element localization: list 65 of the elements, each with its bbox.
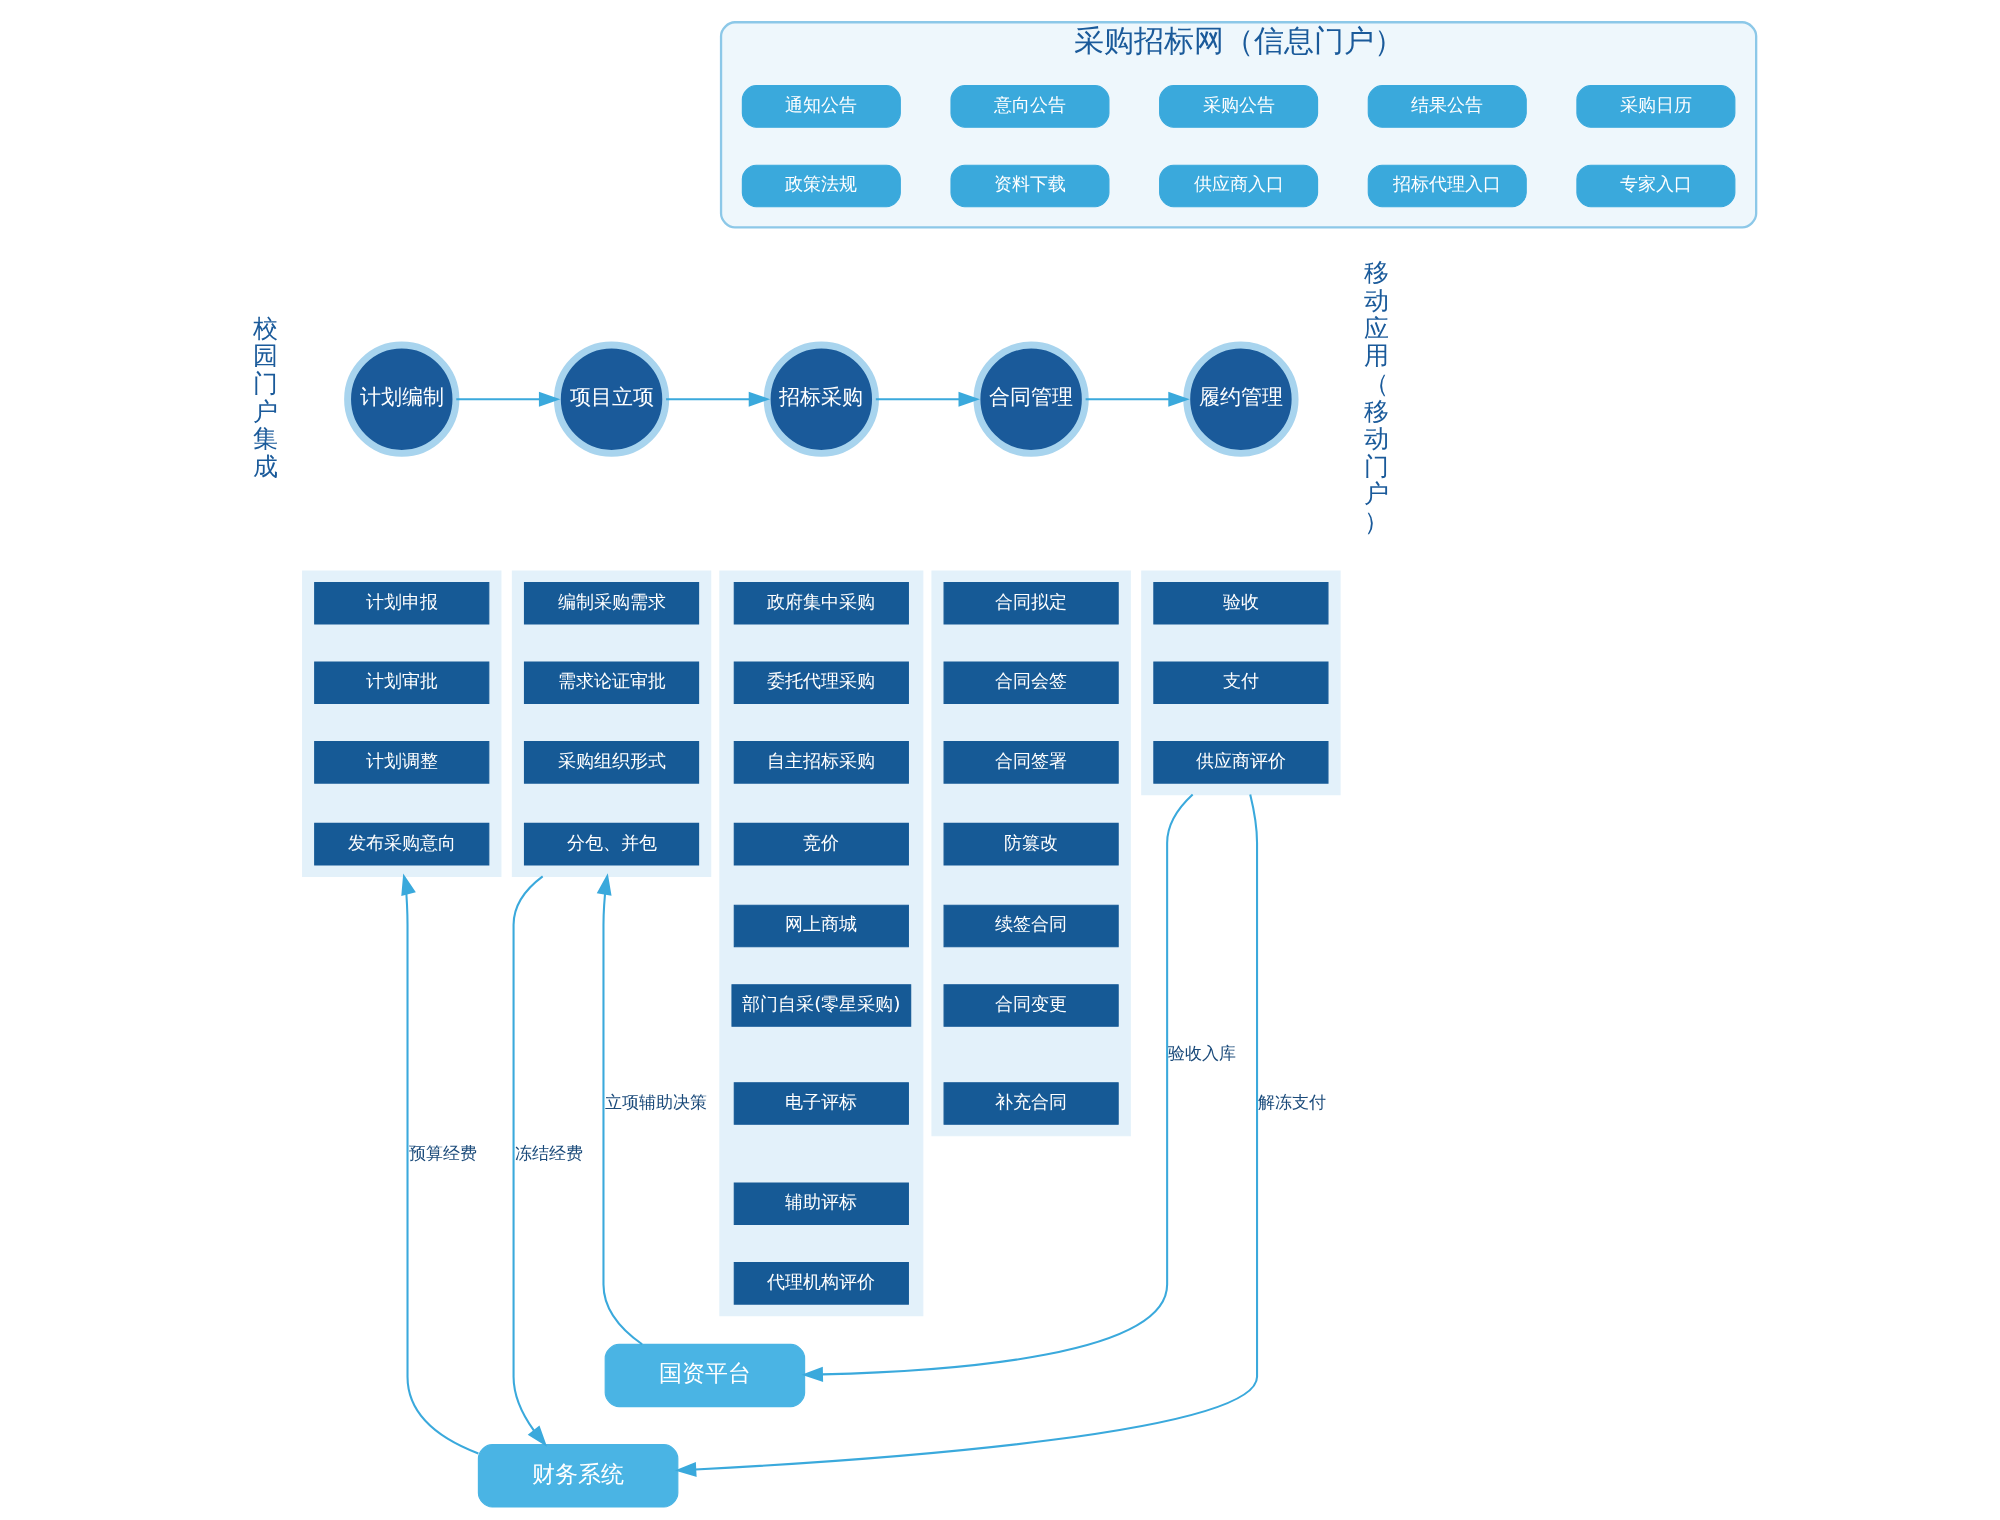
node-box: 电子评标	[733, 1082, 909, 1125]
node-box: 部门自采(零星采购)	[731, 984, 912, 1027]
node-box: 通知公告	[741, 85, 901, 128]
node-box: 计划审批	[314, 661, 490, 705]
node-circle: 项目立项	[553, 341, 670, 457]
node-box: 资料下载	[950, 164, 1110, 208]
node-box: 合同变更	[943, 984, 1119, 1027]
node-box: 财务系统	[477, 1444, 679, 1508]
arrow	[666, 391, 771, 407]
node-box: 合同拟定	[943, 581, 1119, 625]
node-box: 供应商评价	[1153, 741, 1329, 784]
node-box: 补充合同	[943, 1082, 1119, 1125]
arrow	[875, 391, 980, 407]
node-box: 合同签署	[943, 741, 1119, 784]
node-box: 防篡改	[943, 822, 1119, 866]
node-box: 验收	[1153, 581, 1329, 625]
node-circle: 合同管理	[973, 341, 1089, 457]
label: 移动应用（移动门户）	[1364, 258, 1390, 536]
node-box: 政府集中采购	[733, 581, 909, 625]
edge-label: 验收入库	[1168, 1042, 1237, 1063]
arrow	[801, 793, 1194, 1382]
node-box: 意向公告	[950, 85, 1110, 128]
node-box: 计划调整	[314, 741, 490, 784]
arrow	[456, 391, 561, 407]
node-box: 专家入口	[1576, 164, 1736, 208]
node-box: 辅助评标	[733, 1182, 909, 1226]
node-circle: 履约管理	[1183, 341, 1299, 457]
node-box: 编制采购需求	[523, 581, 700, 625]
cluster	[931, 570, 1131, 1137]
edge-label: 解冻支付	[1258, 1091, 1327, 1112]
node-box: 招标代理入口	[1367, 164, 1527, 208]
node-box: 委托代理采购	[733, 661, 909, 705]
cluster	[511, 570, 712, 877]
node-box: 需求论证审批	[523, 661, 700, 705]
node-box: 自主招标采购	[733, 741, 909, 784]
cluster	[302, 570, 502, 877]
edge-label: 冻结经费	[514, 1142, 583, 1163]
node-box: 支付	[1153, 661, 1329, 705]
arrow	[674, 794, 1259, 1477]
node-box: 代理机构评价	[733, 1262, 909, 1305]
arrow	[401, 873, 479, 1455]
arrow	[596, 873, 643, 1346]
node-box: 结果公告	[1367, 85, 1527, 128]
node-box: 发布采购意向	[314, 822, 490, 866]
node-box: 供应商入口	[1159, 164, 1319, 208]
node-box: 竞价	[733, 822, 909, 866]
node-box: 政策法规	[741, 164, 901, 208]
node-box: 采购公告	[1159, 85, 1319, 128]
node-box: 合同会签	[943, 661, 1119, 705]
arrow	[512, 875, 548, 1447]
node-box: 网上商城	[733, 904, 909, 948]
node-box: 国资平台	[604, 1343, 806, 1408]
node-circle: 招标采购	[763, 341, 879, 457]
node-box: 续签合同	[943, 904, 1119, 948]
arrow	[1085, 391, 1190, 407]
node-box: 计划申报	[314, 581, 490, 625]
node-box: 采购日历	[1576, 85, 1736, 128]
edge-label: 预算经费	[408, 1142, 477, 1163]
edge-label: 立项辅助决策	[604, 1091, 707, 1112]
label: 校园门户集成	[253, 313, 279, 480]
node-circle: 计划编制	[344, 341, 460, 457]
cluster	[1141, 570, 1341, 796]
node-box: 分包、并包	[523, 822, 700, 866]
node-box: 采购组织形式	[523, 741, 700, 784]
cluster	[719, 570, 924, 1317]
